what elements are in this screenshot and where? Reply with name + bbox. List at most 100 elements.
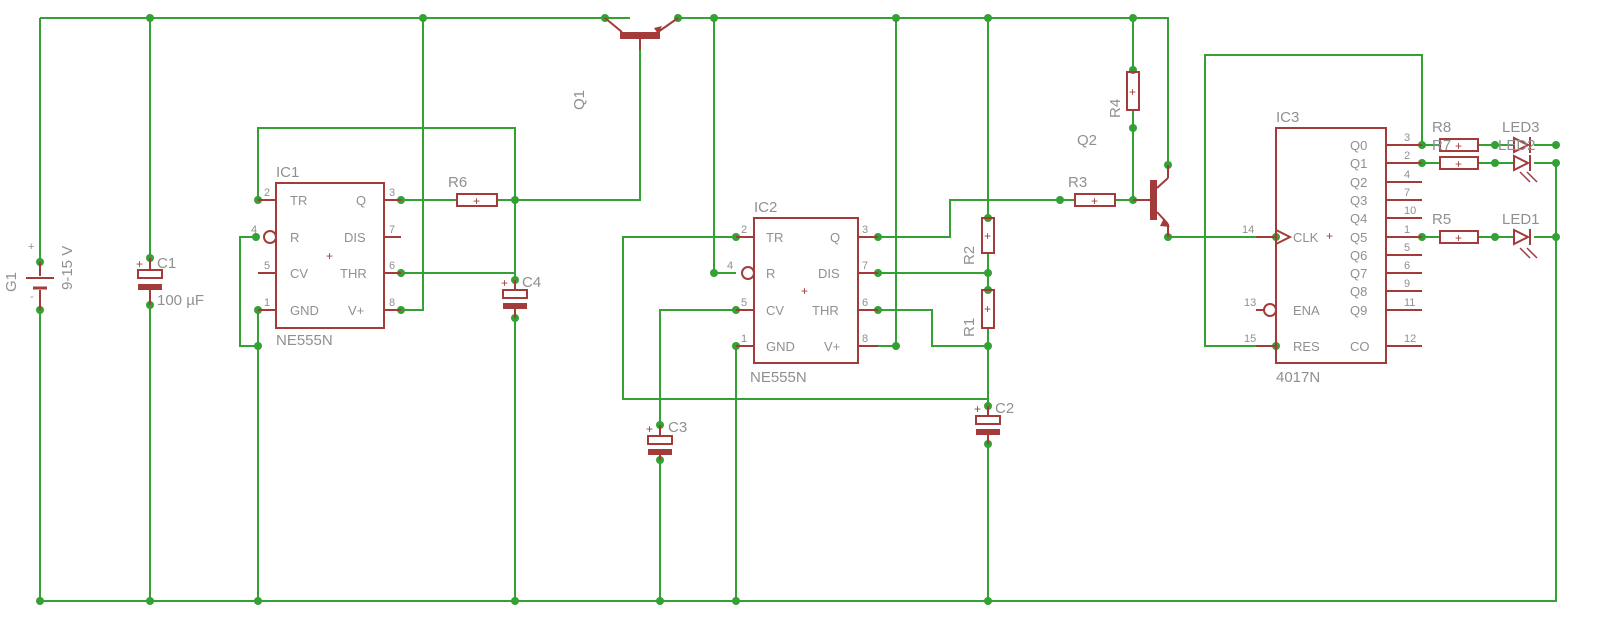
ic3-pin-name: Q1 <box>1350 156 1367 171</box>
svg-text:GND: GND <box>290 303 319 318</box>
svg-text:2: 2 <box>741 224 747 236</box>
svg-text:+: + <box>984 229 991 243</box>
ic3-pin-number: 5 <box>1404 242 1410 254</box>
c1-plus-sign: + <box>136 257 143 271</box>
c1-label: C1 <box>157 255 176 272</box>
ic3-pin-number: 2 <box>1404 150 1410 162</box>
svg-text:1: 1 <box>741 333 747 345</box>
g1-minus-sign: - <box>30 291 34 303</box>
svg-text:TR: TR <box>290 193 307 208</box>
ic1-ne555: + IC1 NE555N 2 4 5 1 TR R CV GND 3 7 6 8… <box>251 164 401 349</box>
ic3-pin-number: 4 <box>1404 169 1410 181</box>
g1-value: 9-15 V <box>59 246 76 290</box>
c2-plus-sign: + <box>974 402 981 416</box>
ic3-pin-number: 10 <box>1404 205 1416 217</box>
svg-text:R: R <box>766 266 775 281</box>
ic3-pin-name: Q3 <box>1350 193 1367 208</box>
ic3-pin-name: Q7 <box>1350 266 1367 281</box>
resistor-r6: + R6 <box>448 174 498 208</box>
ic3-pin-number: 9 <box>1404 278 1410 290</box>
r3-label: R3 <box>1068 174 1087 191</box>
resistor-r8: + R8 <box>1432 119 1479 153</box>
ic3-pin-name: Q2 <box>1350 175 1367 190</box>
g1-label: G1 <box>3 272 20 292</box>
svg-text:CV: CV <box>290 266 308 281</box>
svg-text:CV: CV <box>766 303 784 318</box>
svg-text:4: 4 <box>727 260 733 272</box>
led1-label: LED1 <box>1502 211 1540 228</box>
resistor-r2: + R2 <box>961 217 995 265</box>
svg-text:R: R <box>290 230 299 245</box>
svg-text:+: + <box>1129 85 1136 99</box>
svg-text:8: 8 <box>862 333 868 345</box>
svg-text:+: + <box>1455 157 1462 171</box>
c2-label: C2 <box>995 400 1014 417</box>
ic1-value: NE555N <box>276 332 333 349</box>
ic3-pin-name: CO <box>1350 339 1370 354</box>
resistor-r3: + R3 <box>1068 174 1116 208</box>
wires <box>39 17 1557 602</box>
ic2-value: NE555N <box>750 369 807 386</box>
r8-label: R8 <box>1432 119 1451 136</box>
ic3-pin-number: 3 <box>1404 132 1410 144</box>
svg-text:5: 5 <box>264 260 270 272</box>
ic1-label: IC1 <box>276 164 299 181</box>
svg-text:1: 1 <box>264 297 270 309</box>
c1-value: 100 µF <box>157 292 204 309</box>
svg-text:+: + <box>1455 139 1462 153</box>
battery-g1: G1 9-15 V + - <box>3 241 76 310</box>
svg-text:14: 14 <box>1242 224 1254 236</box>
svg-text:+: + <box>1326 229 1333 243</box>
ic3-pin-number: 1 <box>1404 224 1410 236</box>
transistor-q1: Q1 <box>571 17 679 110</box>
ic3-pin-name: Q0 <box>1350 138 1367 153</box>
ic3-pin-name: Q8 <box>1350 284 1367 299</box>
ic3-value: 4017N <box>1276 369 1320 386</box>
led1: LED1 <box>1502 211 1540 259</box>
ic3-label: IC3 <box>1276 109 1299 126</box>
ic3-pin-name: Q5 <box>1350 230 1367 245</box>
svg-text:13: 13 <box>1244 297 1256 309</box>
led2-label: LED2 <box>1498 137 1536 154</box>
svg-text:ENA: ENA <box>1293 303 1320 318</box>
led3-label: LED3 <box>1502 119 1540 136</box>
svg-text:V+: V+ <box>824 339 840 354</box>
svg-text:+: + <box>473 194 480 208</box>
c3-label: C3 <box>668 419 687 436</box>
svg-text:3: 3 <box>389 187 395 199</box>
resistor-r5: + R5 <box>1432 211 1479 245</box>
svg-text:+: + <box>1455 231 1462 245</box>
c4-label: C4 <box>522 274 541 291</box>
svg-text:Q: Q <box>356 193 366 208</box>
svg-text:GND: GND <box>766 339 795 354</box>
ic3-pin-number: 11 <box>1404 297 1415 309</box>
r5-label: R5 <box>1432 211 1451 228</box>
svg-text:+: + <box>1091 194 1098 208</box>
svg-text:5: 5 <box>741 297 747 309</box>
ic3-4017: + IC3 4017N 14 13 1 5 CLK ENA RES 3Q0 2Q1 4… <box>1242 109 1422 386</box>
svg-text:V+: V+ <box>348 303 364 318</box>
svg-text:CLK: CLK <box>1293 230 1319 245</box>
svg-text:THR: THR <box>340 266 367 281</box>
r2-label: R2 <box>961 246 978 265</box>
svg-text:2: 2 <box>264 187 270 199</box>
svg-text:6: 6 <box>862 297 868 309</box>
led3: LED3 <box>1502 119 1540 154</box>
svg-text:DIS: DIS <box>818 266 840 281</box>
capacitor-c3: + C3 <box>646 419 687 460</box>
r1-label: R1 <box>961 318 978 337</box>
ic2-label: IC2 <box>754 199 777 216</box>
svg-text:3: 3 <box>862 224 868 236</box>
svg-text:7: 7 <box>862 260 868 272</box>
r7-label: R7 <box>1432 137 1451 154</box>
svg-text:RES: RES <box>1293 339 1320 354</box>
ic3-pin-name: Q6 <box>1350 248 1367 263</box>
svg-text:+: + <box>801 284 808 298</box>
capacitor-c2: + C2 <box>974 400 1014 444</box>
led2: LED2 <box>1498 137 1538 183</box>
ic3-pin-name: Q4 <box>1350 211 1367 226</box>
ic3-pin-name: Q9 <box>1350 303 1367 318</box>
c4-plus-sign: + <box>501 276 508 290</box>
svg-text:DIS: DIS <box>344 230 366 245</box>
svg-text:8: 8 <box>389 297 395 309</box>
